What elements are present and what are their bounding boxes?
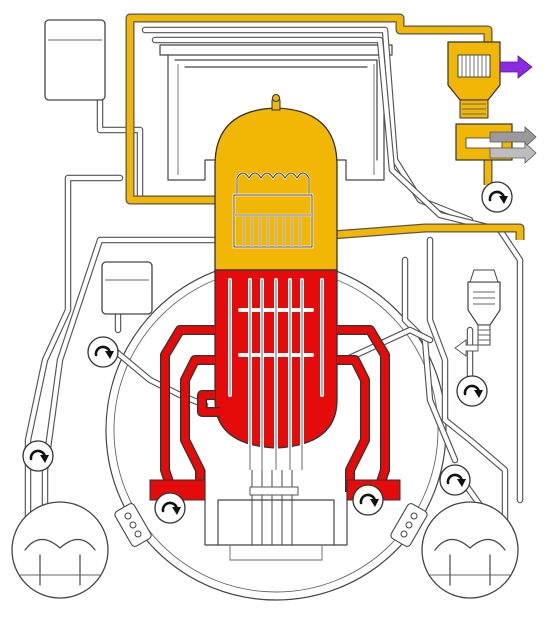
turbo-machine-left — [11, 501, 152, 599]
pump-rotation-icon — [161, 501, 181, 515]
main-steam-line — [126, 14, 492, 204]
circulation-pump — [352, 484, 384, 516]
turbine — [447, 41, 501, 119]
drive-housing — [249, 486, 299, 496]
circulation-pump — [22, 440, 54, 472]
circulation-pump — [154, 492, 186, 524]
flow-arrow-icon — [454, 339, 479, 357]
compressor — [467, 269, 501, 346]
vent-valve-icon — [272, 94, 280, 102]
feed-return-line — [317, 224, 524, 240]
cooling-water-arrow-icon — [489, 126, 537, 164]
circulation-pump — [87, 336, 119, 368]
pump-rotation-icon — [94, 345, 114, 359]
exhaust-arrow-icon — [499, 55, 533, 79]
lower-storage-tank — [101, 261, 153, 315]
pump-rotation-icon — [359, 493, 379, 507]
pump-rotation-icon — [446, 473, 466, 487]
pump-rotation-icon — [463, 384, 483, 398]
upper-storage-tank — [44, 19, 106, 101]
reactor-vessel — [214, 94, 338, 545]
circulation-pump — [456, 375, 488, 407]
pump-rotation-icon — [29, 449, 49, 463]
pumps-group — [22, 181, 513, 524]
pump-rotation-icon — [488, 190, 508, 204]
containment-structure — [105, 44, 447, 601]
right-cold-leg — [337, 356, 369, 492]
circulation-pump — [481, 181, 513, 213]
turbo-machine-right — [390, 501, 519, 599]
left-cold-leg — [181, 356, 215, 492]
circulation-pump — [439, 464, 471, 496]
